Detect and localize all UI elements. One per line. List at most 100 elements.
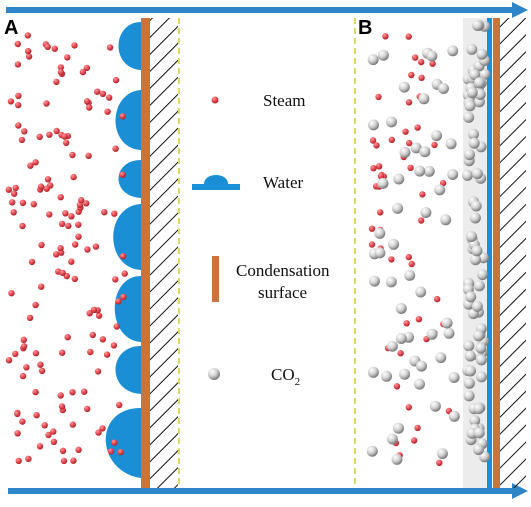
steam-particle [79,68,87,76]
steam-particle [113,323,121,330]
steam-particle [405,404,412,411]
steam-particle [434,295,441,303]
steam-particle [95,312,103,319]
co2-particle [471,245,483,257]
co2-particle [476,48,488,60]
steam-particle [53,127,60,135]
steam-particle [78,197,85,204]
co2-particle [466,231,477,242]
steam-particle [38,283,45,290]
steam-particle [14,61,22,68]
steam-particle [25,455,32,462]
steam-particle [62,210,69,217]
steam-particle [57,64,64,71]
steam-particle [58,220,66,228]
steam-particle [53,251,60,258]
steam-particle [408,260,415,268]
co2-particle [434,184,446,196]
co2-particle [429,400,441,412]
steam-particle [368,241,376,248]
steam-particle [112,145,119,152]
steam-particle [25,53,33,60]
steam-particle [368,225,376,232]
steam-particle [19,418,26,425]
steam-particle [5,357,13,364]
steam-particle [94,368,102,375]
steam-particle [418,217,425,224]
steam-particle [61,133,68,140]
co2-particle [469,212,481,224]
co2-particle [475,342,487,354]
legend-co2-subscript: 2 [295,376,301,388]
steam-particle [5,186,12,193]
co2-particle [448,372,460,383]
steam-particle [94,88,101,95]
co2-particle [470,200,482,212]
steam-particle [18,136,26,144]
co2-particle [414,165,426,177]
steam-particle [431,141,438,149]
co2-particle [473,427,485,439]
co2-particle [388,238,400,250]
steam-particle [415,316,423,323]
co2-particle [418,93,430,105]
steam-particle [75,233,82,240]
steam-particle [111,439,118,446]
steam-particle [57,194,64,201]
steam-particle [64,54,71,61]
co2-particle [386,116,397,128]
co2-particle [463,111,475,123]
co2-particle [445,138,457,150]
steam-particle [24,32,31,39]
steam-particle [44,176,52,183]
co2-particle [399,146,411,158]
co2-particle [399,368,411,380]
steam-particle [53,78,60,86]
co2-particle [476,371,487,383]
co2-particle [377,177,389,189]
steam-particle [99,336,107,343]
steam-particle [90,306,98,313]
steam-particle [46,211,53,218]
steam-particle [23,364,30,371]
steam-particle [411,437,418,444]
co2-particle [473,77,485,89]
steam-particle [117,448,124,456]
steam-particle [103,351,111,358]
co2-particle [393,422,404,434]
steam-particle [70,173,77,181]
steam-particle [119,253,127,260]
steam-particle [373,142,380,149]
steam-particle [106,94,113,101]
co2-particle [391,453,403,465]
co2-particle [419,146,431,158]
co2-particle [438,83,449,94]
steam-particle [377,172,385,180]
steam-particle [72,241,79,248]
steam-particle [51,45,58,52]
steam-particle [75,446,82,453]
steam-particle [43,100,50,107]
steam-particle [33,412,40,419]
steam-particle [71,275,79,283]
steam-particle [439,179,447,187]
steam-particle [414,124,421,131]
co2-particle [468,128,479,140]
co2-particle [377,49,389,61]
steam-particle [69,151,76,159]
steam-particle [95,429,102,436]
steam-particle [84,405,91,413]
co2-particle [463,340,475,352]
co2-particle [369,275,380,287]
steam-particle [19,199,27,206]
co2-particle [367,366,379,378]
co2-particle [386,433,398,445]
co2-particle [473,403,485,415]
co2-particle [447,169,459,180]
steam-particle [43,185,50,192]
steam-particle [85,152,92,159]
steam-particle [59,447,67,454]
legend-surface-label-line2: surface [258,283,307,302]
